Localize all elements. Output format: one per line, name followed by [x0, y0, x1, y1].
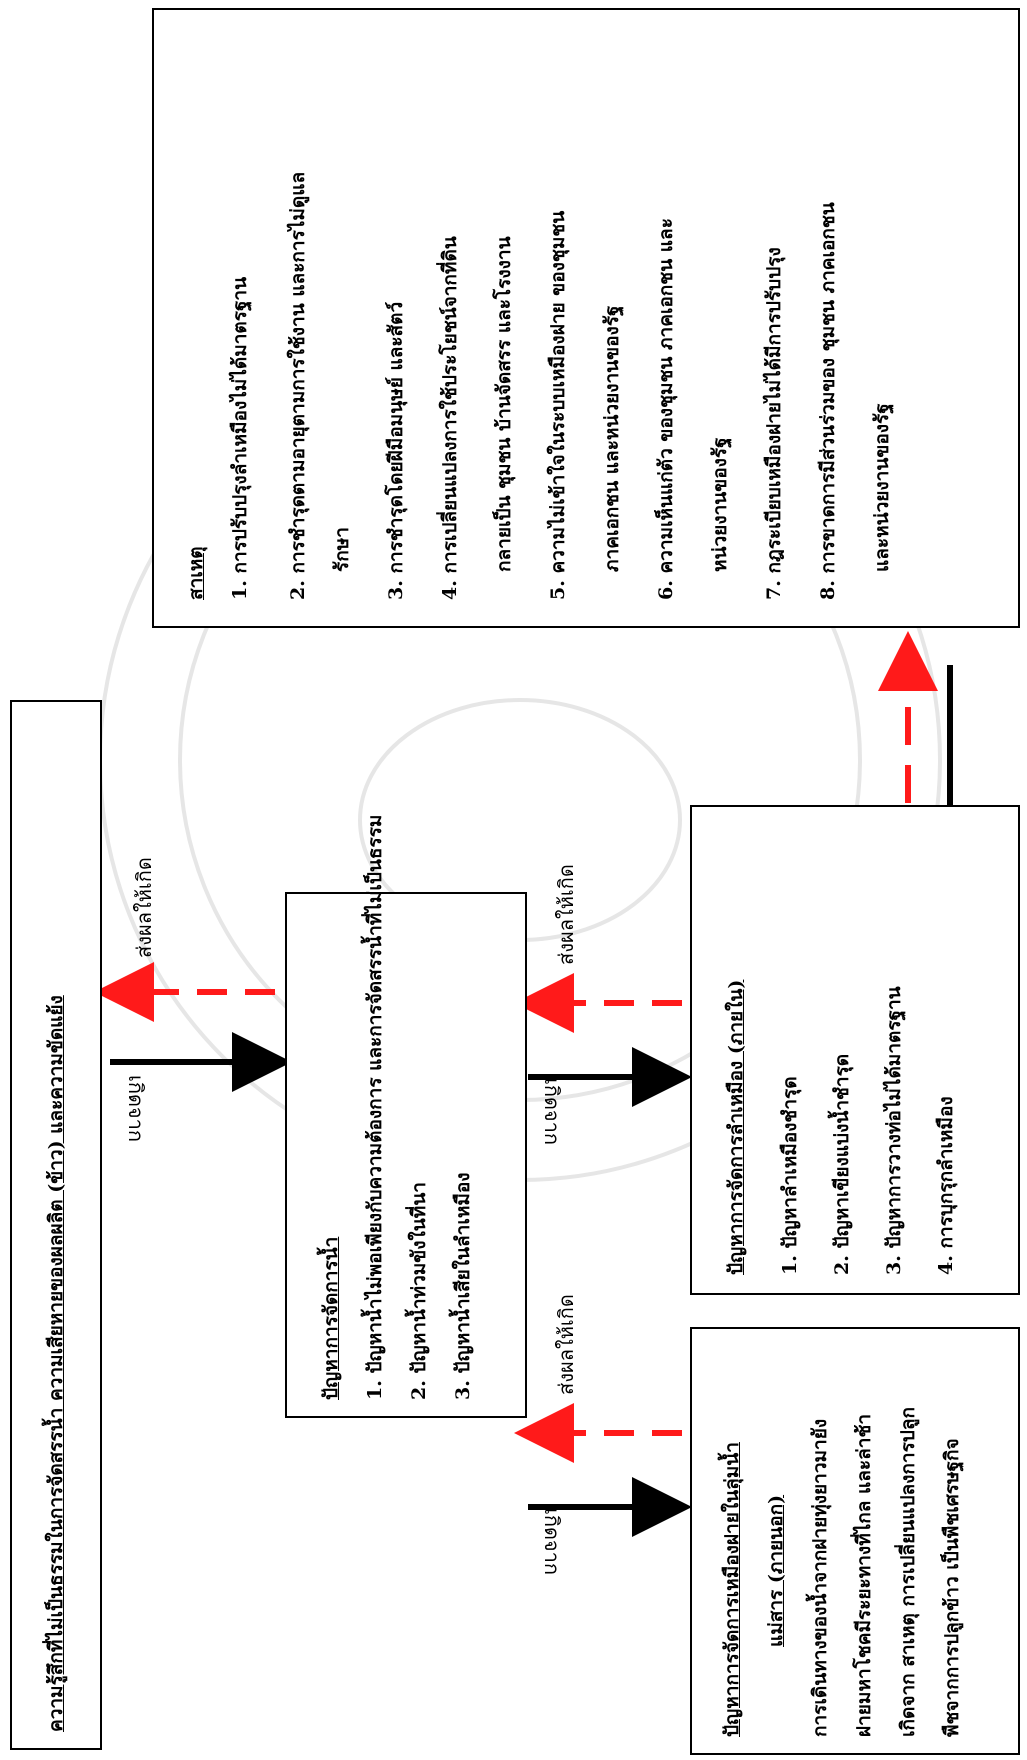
label-results-in-3: ส่งผลให้เกิด: [554, 864, 578, 965]
weir-external-line-2: ฝายมหาโชคมีระยะทางที่ไกล และล่าช้า: [853, 1413, 875, 1737]
water-management-item-3: 3. ปัญหาน้ำเสียในลำเหมือง: [452, 1172, 474, 1400]
causes-line-9: 6. ความเห็นแก่ตัว ของชุมชน ภาคเอกชน และ: [655, 218, 677, 600]
causes-line-6: กลายเป็น ชุมชน บ้านจัดสรร และโรงงาน: [493, 236, 515, 572]
causes-line-12: 8. การขาดการมีส่วนร่วมของ ชุมชน ภาคเอกชน: [817, 202, 839, 600]
causes-line-8: ภาคเอกชน และหน่วยงานของรัฐ: [601, 305, 623, 572]
causes-line-7: 5. ความไม่เข้าใจในระบบเหมืองฝาย ของชุมชน: [547, 210, 569, 600]
causes-line-1: 1. การปรับปรุงลำเหมืองไม่ได้มาตรฐาน: [229, 276, 251, 600]
causes-line-3: รักษา: [331, 527, 353, 572]
weir-external-heading2: แม่สาร (ภายนอก): [765, 1494, 787, 1647]
label-caused-by-1: เกิดจาก: [124, 1075, 148, 1142]
weir-external-line-4: พืชจากการปลูกข้าว เป็นพืชเศรษฐกิจ: [941, 1438, 963, 1737]
weir-external-line-3: เกิดจาก สาเหตุ การเปลี่ยนแปลงการปลูก: [897, 1406, 919, 1737]
ditch-internal-item-3: 3. ปัญหาการวางท่อไม่ได้มาตรฐาน: [883, 986, 905, 1275]
ditch-internal-item-4: 4. การบุกรุกลำเหมือง: [935, 1096, 957, 1275]
causes-line-13: และหน่วยงานของรัฐ: [871, 403, 893, 572]
causes-line-10: หน่วยงานของรัฐ: [709, 437, 731, 572]
box-ditch-internal: ปัญหาการจัดการลำเหมือง (ภายใน) 1. ปัญหาล…: [690, 805, 1020, 1295]
water-management-item-2: 2. ปัญหาน้ำท่วมขังในที่นา: [408, 1182, 430, 1400]
weir-external-heading: ปัญหาการจัดการเหมืองฝายในลุ่มน้ำ: [721, 1442, 743, 1737]
ditch-internal-item-2: 2. ปัญหาเขียงแบ่งน้ำชำรุด: [831, 1053, 853, 1275]
label-results-in-2: ส่งผลให้เกิด: [554, 1294, 578, 1395]
causes-line-2: 2. การชำรุดตามอายุตามการใช้งาน และการไม่…: [287, 171, 309, 600]
causes-line-4: 3. การชำรุดโดยฝีมือมนุษย์ และสัตว์: [385, 301, 407, 600]
causes-heading: สาเหตุ: [185, 546, 207, 600]
box-weir-external: ปัญหาการจัดการเหมืองฝายในลุ่มน้ำ แม่สาร …: [690, 1327, 1020, 1755]
water-management-heading: ปัญหาการจัดการน้ำ: [320, 1236, 342, 1400]
water-management-item-1: 1. ปัญหาน้ำไม่พอเพียงกับความต้องการ และก…: [364, 814, 386, 1400]
label-caused-by-3: เกิดจาก: [540, 1078, 564, 1145]
box-unfair-perception: ความรู้สึกที่ไม่เป็นธรรมในการจัดสรรน้ำ ค…: [10, 700, 102, 1750]
label-caused-by-2: เกิดจาก: [540, 1508, 564, 1575]
ditch-internal-heading: ปัญหาการจัดการลำเหมือง (ภายใน): [725, 979, 747, 1275]
causes-line-5: 4. การเปลี่ยนแปลงการใช้ประโยชน์จากที่ดิน: [439, 236, 461, 600]
perception-title: ความรู้สึกที่ไม่เป็นธรรมในการจัดสรรน้ำ ค…: [45, 995, 67, 1732]
box-water-management: ปัญหาการจัดการน้ำ 1. ปัญหาน้ำไม่พอเพียงก…: [285, 814, 527, 1418]
causes-line-11: 7. กฎระเบียบเหมืองฝายไม่ได้มีการปรับปรุง: [763, 247, 785, 600]
box-causes: สาเหตุ 1. การปรับปรุงลำเหมืองไม่ได้มาตรฐ…: [152, 8, 1020, 628]
weir-external-line-1: การเดินทางของน้ำจากฝายทุ่งยาวมายัง: [809, 1418, 831, 1737]
label-results-in-1: ส่งผลให้เกิด: [132, 857, 156, 958]
ditch-internal-item-1: 1. ปัญหาลำเหมืองชำรุด: [779, 1076, 801, 1275]
